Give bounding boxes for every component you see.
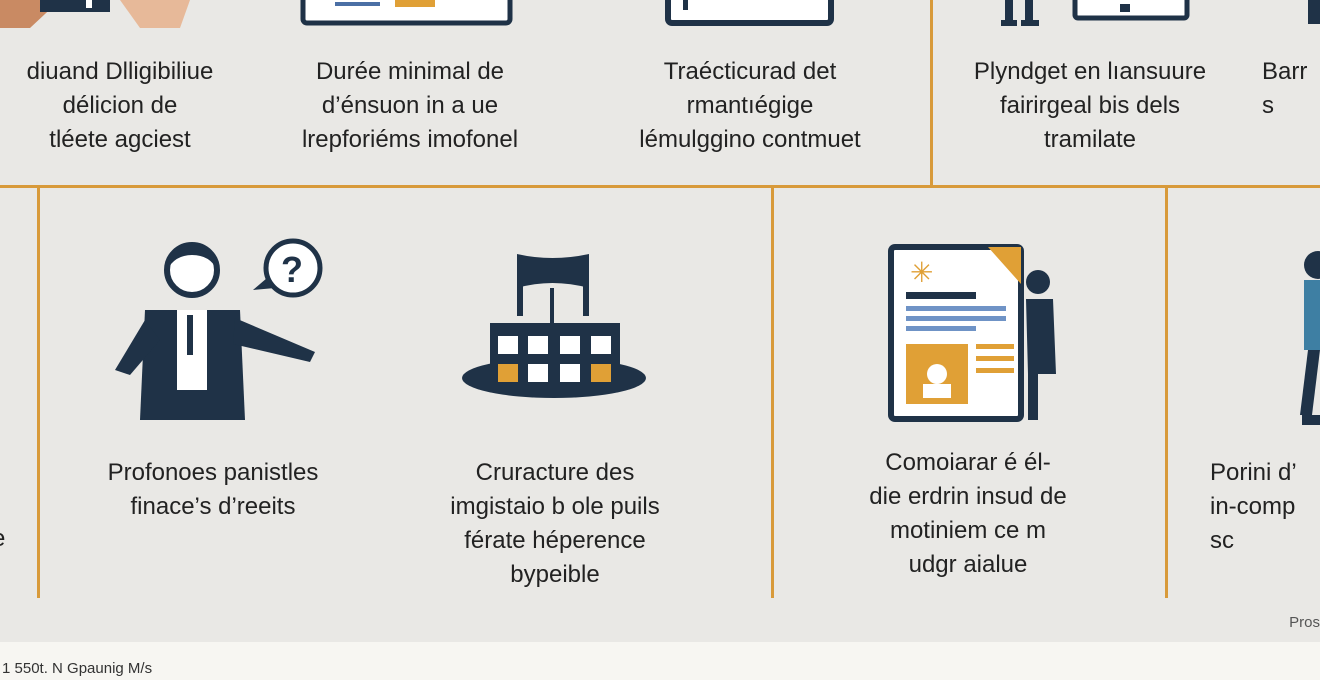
monitor-icon xyxy=(665,0,834,26)
caption-partial-right: Porini d’ in-comp sc xyxy=(1210,459,1297,554)
svg-text:✳: ✳ xyxy=(910,257,933,288)
partial-icon xyxy=(1308,0,1320,24)
person-desk-icon xyxy=(1001,0,1190,26)
caption-finances: Profonoes panistles finace’s d’reeits xyxy=(107,459,319,520)
svg-text:?: ? xyxy=(281,249,303,290)
walking-person-icon xyxy=(1300,251,1320,425)
top-cell-5: Barr s xyxy=(1262,55,1320,165)
corner-label: Pros xyxy=(1289,614,1320,631)
bottom-cell-1: Profonoes panistles finace’s d’reeits xyxy=(53,456,373,576)
caption-partial-left: e xyxy=(0,522,22,556)
caption-comparison: Comoiarar é él- die erdrin insud de moti… xyxy=(869,449,1067,578)
top-cell-3: Traécticurad det rmantıégige lémulggino … xyxy=(590,55,910,165)
person-hand-icon xyxy=(0,0,190,28)
building-icon xyxy=(462,254,646,398)
document-icon xyxy=(300,0,513,26)
top-cell-1: diuand Dlligibiliue délicion de tléete a… xyxy=(0,55,280,165)
bottom-cell-4: Porini d’ in-comp sc xyxy=(1200,456,1320,566)
divider-vertical-2 xyxy=(771,186,774,598)
divider-vertical-3 xyxy=(1165,186,1168,598)
person-question-icon: ? xyxy=(115,238,323,420)
caption-budget: Plyndget en lıansuure fairirgeal bis del… xyxy=(973,58,1207,153)
bottom-cell-0: e xyxy=(0,522,22,562)
top-cell-2: Durée minimal de d’énsuon in a ue lrepfo… xyxy=(250,55,570,165)
caption-structure: Cruracture des imgistaio b ole puils fér… xyxy=(450,459,660,588)
report-icon: ✳ xyxy=(888,244,1056,422)
caption-duration: Durée minimal de d’énsuon in a ue lrepfo… xyxy=(301,58,519,153)
bottom-cell-3: Comoiarar é él- die erdrin insud de moti… xyxy=(808,446,1128,586)
divider-vertical-top xyxy=(930,0,933,186)
caption-partial-top: Barr s xyxy=(1262,58,1308,119)
footer-bar xyxy=(0,642,1320,680)
bottom-cell-2: Cruracture des imgistaio b ole puils fér… xyxy=(395,456,715,596)
divider-vertical-1 xyxy=(37,186,40,598)
caption-treatment: Traécticurad det rmantıégige lémulggino … xyxy=(639,58,861,153)
caption-eligibility: diuand Dlligibiliue délicion de tléete a… xyxy=(26,58,214,153)
top-cell-4: Plyndget en lıansuure fairirgeal bis del… xyxy=(930,55,1250,165)
divider-horizontal xyxy=(0,185,1320,188)
footer-credit: 1 550t. N Gpaunig M/s xyxy=(2,660,153,677)
